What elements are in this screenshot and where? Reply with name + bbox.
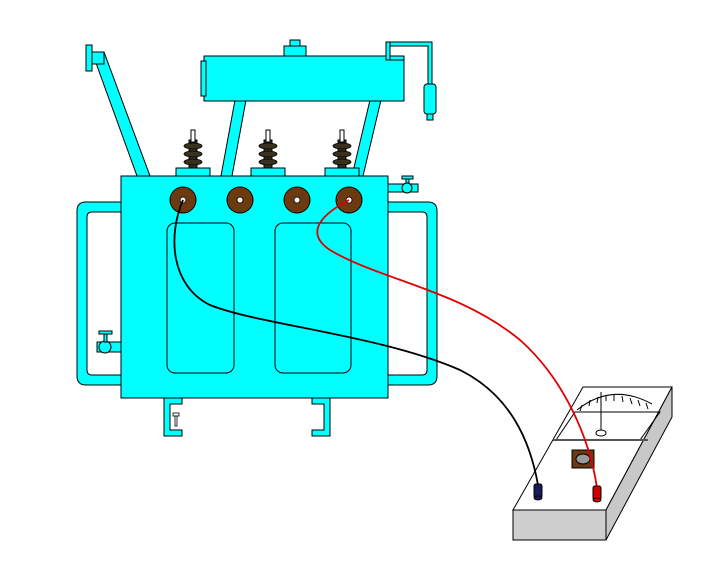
probe-red[interactable] <box>592 485 602 503</box>
meter-crank-knob[interactable] <box>575 453 591 465</box>
bushing-2 <box>250 129 286 177</box>
megohmmeter[interactable] <box>512 386 673 541</box>
meter-needle-pivot <box>595 429 607 437</box>
wire-red <box>316 199 598 489</box>
radiator-left <box>76 201 122 386</box>
tank-panels <box>166 222 352 374</box>
pressure-relief-pipe <box>85 44 151 177</box>
terminal-3[interactable] <box>283 186 311 214</box>
conservator-tank <box>200 39 405 177</box>
tank-foot-right <box>311 397 331 437</box>
transformer-tank <box>120 175 389 399</box>
breather-pipe <box>385 41 437 121</box>
meter-scale-arc <box>576 393 653 411</box>
valve-top-right <box>387 175 419 194</box>
meter-scale-ticks <box>579 395 649 412</box>
meter-front-face <box>512 509 607 541</box>
wire-black <box>173 199 539 486</box>
tank-foot-left <box>163 397 183 437</box>
bushing-3 <box>324 129 360 177</box>
probe-black[interactable] <box>533 483 543 501</box>
terminal-2[interactable] <box>226 186 254 214</box>
valve-left <box>96 330 122 354</box>
bushing-1 <box>175 129 211 177</box>
